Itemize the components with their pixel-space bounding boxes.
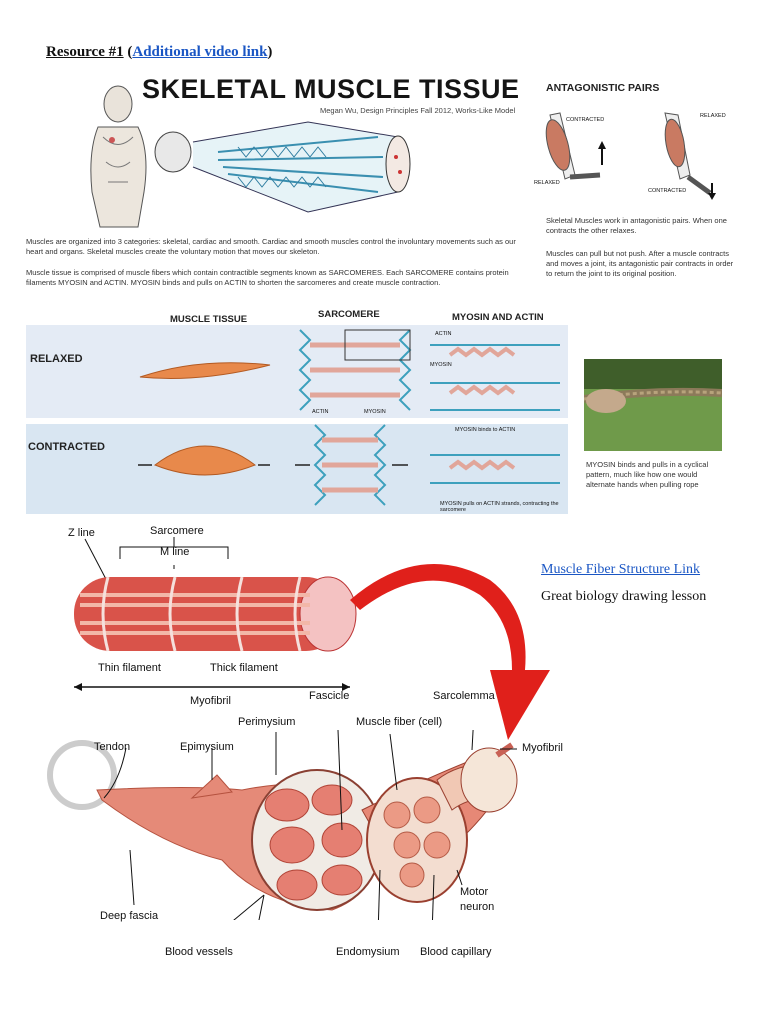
relaxed-band xyxy=(26,325,568,418)
antagonistic-text-1: Skeletal Muscles work in antagonistic pa… xyxy=(546,216,727,235)
label-sarcomere: Sarcomere xyxy=(150,525,204,537)
close-paren: ) xyxy=(267,44,273,60)
mini-myosin-2: MYOSIN xyxy=(364,409,386,415)
label-endomysium: Endomysium xyxy=(336,946,400,958)
resource-header: Resource #1 (Additional video link) xyxy=(46,44,272,61)
anatomy-illustration xyxy=(90,85,411,228)
state-contracted: CONTRACTED xyxy=(28,441,105,453)
poster-para-2: Muscle tissue is comprised of muscle fib… xyxy=(26,268,509,287)
state-relaxed: RELAXED xyxy=(30,353,83,365)
label-z-line: Z line xyxy=(68,527,95,539)
label-thin-filament: Thin filament xyxy=(98,662,161,674)
poster-para-1: Muscles are organized into 3 categories:… xyxy=(26,237,516,256)
mini-actin-2: ACTIN xyxy=(312,409,329,415)
col-sarcomere: SARCOMERE xyxy=(318,309,380,320)
label-deep-fascia: Deep fascia xyxy=(100,910,159,922)
col-myosin-actin: MYOSIN AND ACTIN xyxy=(452,312,544,323)
label-neuron: neuron xyxy=(460,901,495,913)
poster-title: SKELETAL MUSCLE TISSUE xyxy=(142,74,520,104)
leader-lines xyxy=(103,730,517,920)
tendon-loop xyxy=(47,740,117,810)
curved-arrow-icon xyxy=(350,564,550,740)
muscle-body xyxy=(96,742,518,911)
label-fascicle: Fascicle xyxy=(309,690,350,702)
muscle-anatomy-diagram xyxy=(47,730,518,920)
label-contracted-2: CONTRACTED xyxy=(648,188,687,194)
mini-myosin: MYOSIN xyxy=(430,362,452,368)
muscle-contracted-shape xyxy=(138,445,270,476)
actin-myosin-strands xyxy=(430,344,560,484)
arm-relaxed xyxy=(664,112,716,200)
label-contracted: CONTRACTED xyxy=(566,117,605,123)
label-relaxed: RELAXED xyxy=(534,180,560,186)
label-thick-filament: Thick filament xyxy=(210,662,278,674)
myofibril-diagram xyxy=(74,537,357,691)
label-motor: Motor xyxy=(460,886,489,898)
sarcomere-contracted xyxy=(295,424,408,506)
torso-figure xyxy=(90,85,147,228)
poster-subtitle: Megan Wu, Design Principles Fall 2012, W… xyxy=(320,106,516,115)
mini-myosin-binds: MYOSIN binds to ACTIN xyxy=(455,427,516,433)
muscle-fiber-link[interactable]: Muscle Fiber Structure Link xyxy=(541,562,701,577)
resource-label: Resource #1 xyxy=(46,44,124,60)
antagonistic-title: ANTAGONISTIC PAIRS xyxy=(546,82,660,94)
col-muscle-tissue: MUSCLE TISSUE xyxy=(170,314,248,325)
label-blood-vessels: Blood vessels xyxy=(165,946,233,958)
open-paren: ( xyxy=(123,44,133,60)
antagonistic-text-2: Muscles can pull but not push. After a m… xyxy=(546,249,734,278)
label-blood-capillary: Blood capillary xyxy=(420,946,492,958)
label-muscle-fiber: Muscle fiber (cell) xyxy=(356,716,443,728)
mini-actin: ACTIN xyxy=(435,331,452,337)
video-link[interactable]: Additional video link xyxy=(132,44,268,60)
sarcomere-comparison xyxy=(138,329,560,506)
label-tendon: Tendon xyxy=(94,741,131,753)
contracted-band xyxy=(26,424,568,514)
muscle-relaxed-shape xyxy=(139,362,271,379)
label-relaxed-2: RELAXED xyxy=(700,113,726,119)
myofibril-arrow xyxy=(74,683,350,691)
mini-myosin-pulls: MYOSIN pulls on ACTIN strands, contracti… xyxy=(440,501,559,513)
myofibril-cylinder xyxy=(74,576,357,652)
fiber-bundle-sketch xyxy=(154,121,411,213)
rope-photo xyxy=(584,359,722,451)
label-epimysium: Epimysium xyxy=(180,741,234,753)
label-m-line: M line xyxy=(160,546,190,558)
rope-caption: MYOSIN binds and pulls in a cyclical pat… xyxy=(586,460,709,489)
label-myofibril-2: Myofibril xyxy=(522,742,563,754)
lesson-text: Great biology drawing lesson xyxy=(541,589,707,604)
arm-diagrams xyxy=(545,112,716,200)
label-myofibril: Myofibril xyxy=(190,695,231,707)
arm-contracted xyxy=(545,112,606,180)
label-perimysium: Perimysium xyxy=(238,716,296,728)
sarcomere-bracket xyxy=(84,537,229,584)
label-sarcolemma: Sarcolemma xyxy=(433,690,495,702)
sarcomere-relaxed xyxy=(298,329,412,411)
